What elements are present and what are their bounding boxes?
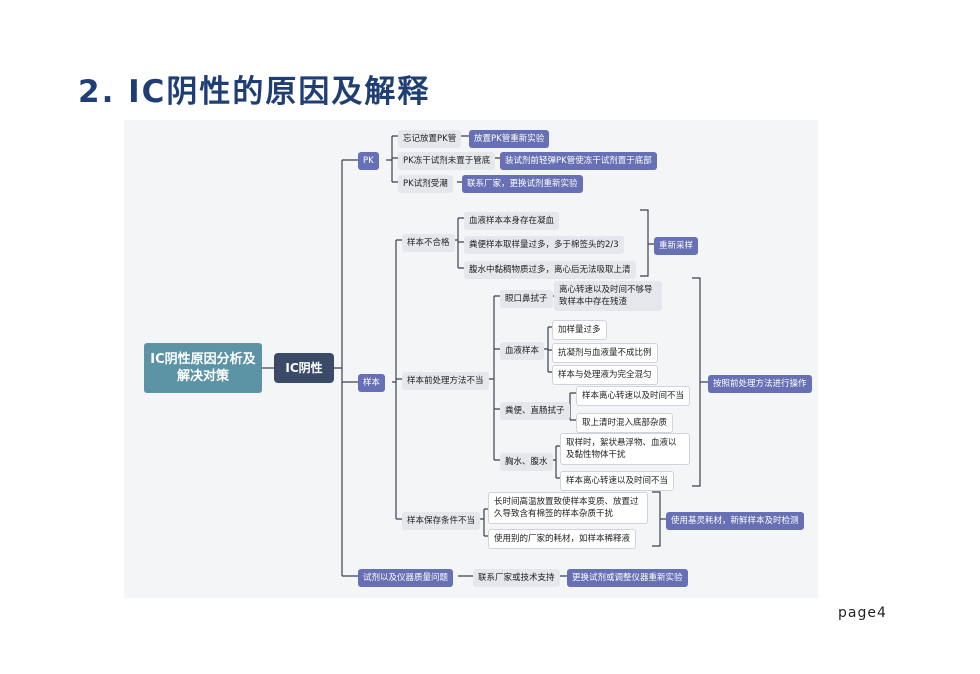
nasal-item-1: 离心转速以及时间不够导致样本中存在残渣 bbox=[554, 281, 662, 311]
pretreat-nasal: 眼口鼻拭子 bbox=[500, 290, 553, 308]
pk-solution-1: 放置PK管重新实验 bbox=[469, 130, 550, 148]
root-node: IC阴性原因分析及解决对策 bbox=[144, 343, 262, 393]
sample-storage: 样本保存条件不当 bbox=[402, 512, 481, 530]
stool-item-1: 样本离心转速以及时间不当 bbox=[576, 386, 691, 406]
storage-item-1-text: 长时间高温放置致使样本变质、放置过久导致含有棉签的样本杂质干扰 bbox=[494, 497, 639, 519]
storage-item-2: 使用别的厂家的耗材，如样本稀释液 bbox=[488, 529, 637, 549]
pk-solution-2: 装试剂前轻弹PK管使冻干试剂置于底部 bbox=[500, 152, 657, 170]
unqualified-item-1: 血液样本本身存在凝血 bbox=[464, 212, 560, 230]
sample-unqualified: 样本不合格 bbox=[402, 234, 455, 252]
mind-map: IC阴性原因分析及解决对策 IC阴性 PK 忘记放置PK管 放置PK管重新实验 … bbox=[124, 120, 818, 598]
ascites-item-2: 样本离心转速以及时间不当 bbox=[560, 471, 675, 491]
pk-cause-1: 忘记放置PK管 bbox=[398, 130, 462, 148]
pk-cause-3: PK试剂受潮 bbox=[398, 175, 453, 193]
blood-item-2: 抗凝剂与血液量不成比例 bbox=[552, 343, 658, 363]
pretreat-stool: 粪便、直肠拭子 bbox=[500, 402, 570, 420]
pretreat-blood: 血液样本 bbox=[500, 342, 545, 360]
reagent-solution: 更换试剂或调整仪器重新实验 bbox=[567, 569, 688, 587]
page-title: 2. IC阴性的原因及解释 bbox=[78, 74, 431, 110]
blood-item-3: 样本与处理液为完全混匀 bbox=[552, 365, 658, 385]
storage-item-1: 长时间高温放置致使样本变质、放置过久导致含有棉签的样本杂质干扰 bbox=[488, 492, 648, 524]
branch-reagent: 试剂以及仪器质量问题 bbox=[358, 569, 454, 587]
pretreat-solution: 按照前处理方法进行操作 bbox=[708, 375, 812, 393]
sample-pretreat: 样本前处理方法不当 bbox=[402, 372, 489, 390]
ascites-item-1: 取样时，絮状悬浮物、血液以及黏性物体干扰 bbox=[560, 433, 690, 465]
branch-sample: 样本 bbox=[358, 374, 386, 392]
stool-item-2: 取上清时混入底部杂质 bbox=[576, 413, 674, 433]
pretreat-ascites: 胸水、腹水 bbox=[500, 453, 553, 471]
blood-item-1: 加样量过多 bbox=[552, 320, 607, 340]
ascites-item-1-text: 取样时，絮状悬浮物、血液以及黏性物体干扰 bbox=[566, 438, 677, 460]
unqualified-item-3: 腹水中黏稠物质过多，离心后无法吸取上清 bbox=[464, 261, 636, 279]
nasal-item-1-text: 离心转速以及时间不够导致样本中存在残渣 bbox=[559, 285, 653, 307]
pk-cause-2: PK冻干试剂未置于管底 bbox=[398, 152, 496, 170]
reagent-contact: 联系厂家或技术支持 bbox=[473, 569, 560, 587]
connector-lines bbox=[262, 135, 708, 577]
page-number: page4 bbox=[838, 605, 887, 621]
storage-solution: 使用基灵耗材，新鲜样本及时检测 bbox=[666, 512, 804, 530]
unqualified-item-2: 粪便样本取样量过多，多于棉签头的2/3 bbox=[464, 236, 624, 254]
unqualified-solution: 重新采样 bbox=[654, 237, 699, 255]
center-node: IC阴性 bbox=[274, 353, 334, 383]
pk-solution-3: 联系厂家，更换试剂重新实验 bbox=[462, 175, 583, 193]
branch-pk: PK bbox=[358, 152, 379, 170]
